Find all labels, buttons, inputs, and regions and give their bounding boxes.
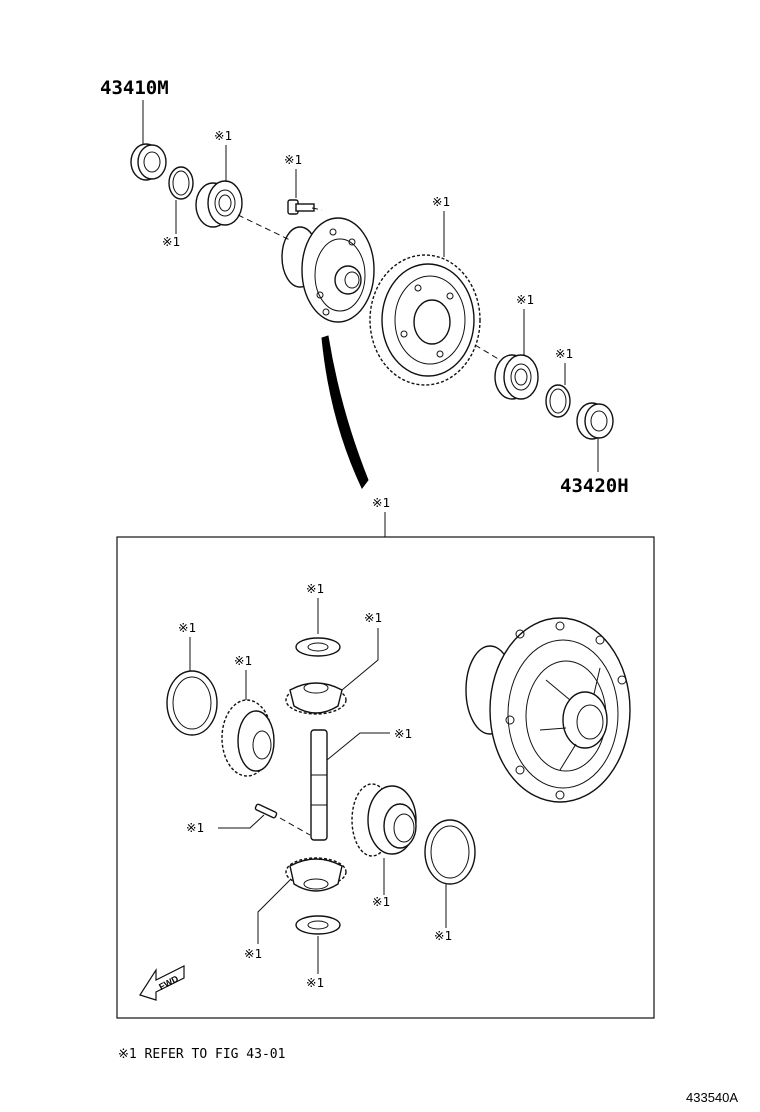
axis-line [311, 207, 323, 211]
ref-mark: ※1 [432, 194, 450, 209]
ref-mark: ※1 [244, 946, 262, 961]
ref-mark: ※1 [434, 928, 452, 943]
ref-mark: ※1 [364, 610, 382, 625]
reference-note: ※1 REFER TO FIG 43-01 [118, 1047, 285, 1062]
axis-line [237, 214, 291, 241]
detail-pointer [321, 335, 369, 489]
lock-pin[interactable] [254, 803, 278, 819]
ref-mark: ※1 [394, 726, 412, 741]
leader-line [341, 628, 379, 691]
part-number-43420H[interactable]: 43420H [560, 475, 629, 497]
oil-seal-left[interactable] [130, 143, 167, 181]
differential-case-detail[interactable] [465, 617, 631, 803]
pinion-thrust-washer-top[interactable] [295, 637, 341, 657]
ref-mark: ※1 [214, 128, 232, 143]
pinion-gear-bottom[interactable] [285, 857, 347, 892]
side-gear-washer-left[interactable] [166, 670, 218, 736]
ref-mark: ※1 [516, 292, 534, 307]
pinion-shaft[interactable] [310, 729, 328, 841]
leader-line [257, 879, 291, 944]
taper-bearing-right[interactable] [494, 354, 539, 400]
ref-mark: ※1 [162, 234, 180, 249]
ref-mark: ※1 [178, 620, 196, 635]
part-number-43410M[interactable]: 43410M [100, 77, 169, 99]
fwd-arrow-icon: FWD [139, 965, 185, 1001]
side-gear-left[interactable] [221, 699, 275, 777]
pinion-gear-top[interactable] [285, 682, 347, 715]
oil-seal-right[interactable] [576, 402, 614, 440]
detail-box [116, 536, 655, 1019]
leader-line [218, 814, 265, 829]
ref-mark: ※1 [372, 495, 390, 510]
ref-mark: ※1 [306, 975, 324, 990]
axis-line [474, 344, 501, 361]
side-gear-right[interactable] [351, 783, 417, 857]
ring-gear-bolt[interactable] [287, 199, 315, 215]
ref-mark: ※1 [555, 346, 573, 361]
ref-mark: ※1 [306, 581, 324, 596]
axis-line [279, 817, 311, 836]
ref-mark: ※1 [186, 820, 204, 835]
side-gear-washer-right[interactable] [424, 819, 476, 885]
ref-mark: ※1 [372, 894, 390, 909]
pinion-thrust-washer-bottom[interactable] [295, 915, 341, 935]
taper-bearing-left[interactable] [195, 180, 243, 228]
ref-mark: ※1 [234, 653, 252, 668]
leader-line [326, 732, 390, 761]
differential-case[interactable] [281, 217, 375, 323]
figure-code: 433540A [686, 1090, 738, 1105]
shim-left[interactable] [168, 166, 194, 200]
ring-gear[interactable] [369, 254, 481, 386]
shim-right[interactable] [545, 384, 571, 418]
ref-mark: ※1 [284, 152, 302, 167]
